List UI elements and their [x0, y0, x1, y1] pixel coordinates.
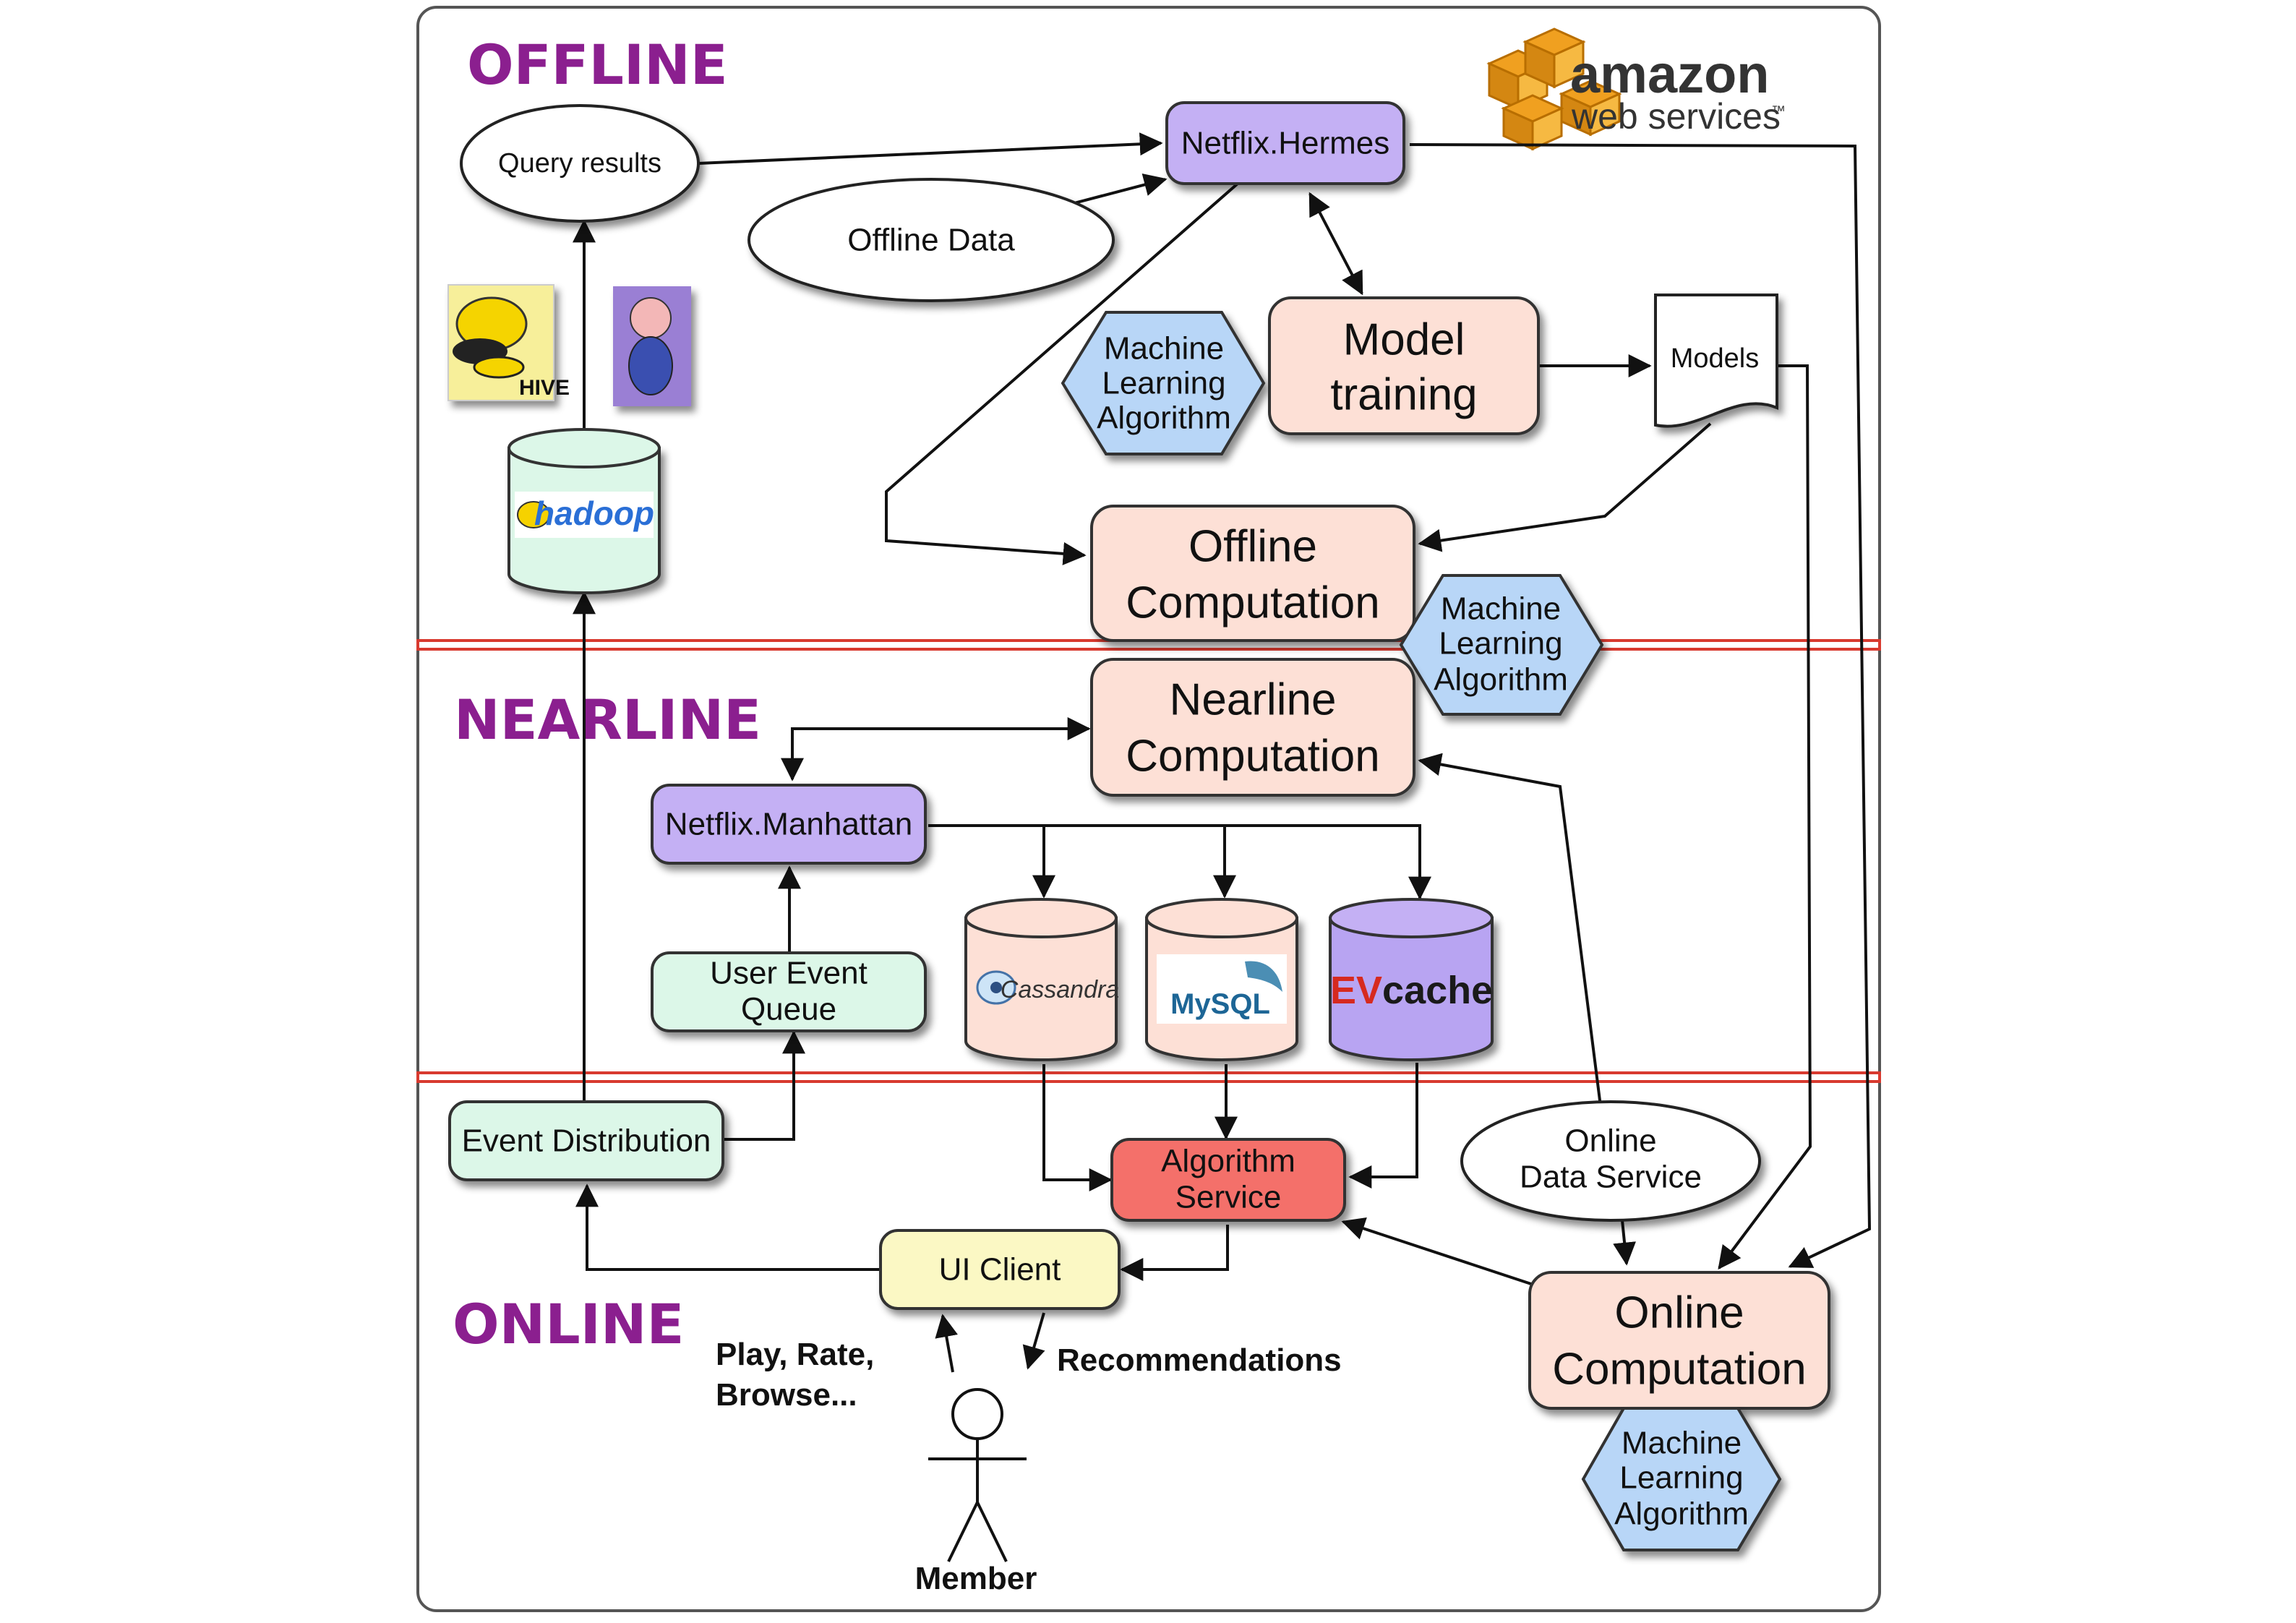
edge-onlinecomp-to-algo: [1341, 1217, 1532, 1285]
edge-query-to-hermes: [698, 132, 1163, 165]
mysql-dolphin-icon: [1245, 961, 1282, 992]
hive-label: HIVE: [519, 376, 570, 400]
svg-text:Machine: Machine: [1441, 591, 1561, 627]
svg-text:Offline Data: Offline Data: [847, 223, 1015, 258]
model-training-node[interactable]: Model training: [1268, 296, 1540, 435]
svg-text:UI Client: UI Client: [939, 1252, 1061, 1288]
edge-member-to-uiclient: [935, 1314, 958, 1373]
edge-eventdist-to-queue: [723, 1030, 805, 1141]
hadoop-elephant-icon: [517, 501, 550, 528]
event-distribution-node[interactable]: Event Distribution: [448, 1100, 724, 1181]
svg-text:Algorithm: Algorithm: [1097, 401, 1231, 436]
ml-algorithm-online-hex[interactable]: Machine Learning Algorithm: [1581, 1407, 1782, 1551]
svg-text:Computation: Computation: [1552, 1345, 1807, 1395]
svg-text:Models: Models: [1671, 343, 1760, 374]
offline-zone-title: OFFLINE: [467, 33, 728, 97]
edge-cassandra-to-algo: [1042, 1064, 1113, 1191]
nearline-online-divider: [416, 1071, 1881, 1083]
hive-icon: HIVE: [447, 284, 570, 401]
edge-nearline-manhattan: [781, 717, 1091, 781]
evcache-store[interactable]: EVcache: [1329, 898, 1494, 1061]
aws-cubes-icon: [1486, 27, 1622, 151]
online-data-service-node[interactable]: Online Data Service: [1460, 1100, 1761, 1222]
netflix-hermes-node[interactable]: Netflix.Hermes: [1165, 101, 1405, 185]
edge-algo-to-uiclient: [1120, 1225, 1229, 1281]
svg-text:Algorithm: Algorithm: [1614, 1496, 1749, 1532]
cassandra-label: Cassandra: [1001, 976, 1119, 1003]
ml-algorithm-offline-hex[interactable]: Machine Learning Algorithm: [1061, 311, 1266, 455]
aws-trademark: ™: [1771, 103, 1786, 119]
edge-hermes-modeltraining: [1308, 192, 1363, 296]
edge-models-to-onlinecomp: [1718, 364, 1812, 1270]
svg-text:Algorithm: Algorithm: [1434, 662, 1568, 698]
svg-text:Computation: Computation: [1126, 732, 1380, 781]
models-document[interactable]: Models: [1654, 294, 1778, 428]
offline-computation-node[interactable]: Offline Computation: [1090, 505, 1415, 642]
ml-algorithm-nearline-hex[interactable]: Machine Learning Algorithm: [1399, 574, 1604, 716]
svg-text:Service: Service: [1175, 1180, 1282, 1215]
svg-text:Algorithm: Algorithm: [1161, 1144, 1295, 1179]
edge-offlinedata-to-hermes: [1071, 173, 1168, 205]
algorithm-service-node[interactable]: Algorithm Service: [1110, 1138, 1346, 1222]
svg-text:Machine: Machine: [1622, 1426, 1742, 1461]
svg-text:Netflix.Manhattan: Netflix.Manhattan: [665, 807, 912, 842]
edge-onlinedata-to-nearline: [1418, 753, 1602, 1107]
hadoop-store[interactable]: hadoop: [507, 428, 661, 594]
svg-text:Netflix.Hermes: Netflix.Hermes: [1181, 126, 1390, 161]
svg-text:Data Service: Data Service: [1520, 1160, 1702, 1195]
edges: [573, 132, 1872, 1373]
ui-client-node[interactable]: UI Client: [879, 1229, 1121, 1310]
svg-text:Offline: Offline: [1188, 522, 1317, 572]
mysql-label: MySQL: [1170, 988, 1270, 1020]
svg-text:training: training: [1330, 370, 1477, 420]
svg-text:Computation: Computation: [1126, 578, 1380, 628]
svg-text:Event Distribution: Event Distribution: [462, 1123, 711, 1159]
member-person-icon: [928, 1388, 1027, 1562]
nearline-computation-node[interactable]: Nearline Computation: [1090, 658, 1415, 797]
mysql-store[interactable]: MySQL: [1145, 898, 1298, 1061]
evcache-label: EVcache: [1330, 969, 1493, 1012]
offline-data-node[interactable]: Offline Data: [748, 178, 1115, 302]
svg-text:Learning: Learning: [1102, 366, 1225, 401]
cassandra-store[interactable]: Cassandra: [964, 898, 1119, 1061]
user-event-queue-node[interactable]: User Event Queue: [651, 951, 927, 1032]
edge-models-to-offlinecomp: [1418, 422, 1712, 552]
aws-brand: amazon: [1570, 44, 1770, 104]
svg-text:Model: Model: [1343, 315, 1465, 365]
svg-text:Machine: Machine: [1104, 331, 1224, 367]
netflix-manhattan-node[interactable]: Netflix.Manhattan: [651, 784, 927, 865]
play-rate-browse-label: Play, Rate,: [716, 1337, 874, 1372]
svg-text:Learning: Learning: [1439, 626, 1562, 661]
svg-text:Online: Online: [1614, 1288, 1744, 1338]
svg-text:Online: Online: [1564, 1123, 1656, 1159]
online-computation-node[interactable]: Online Computation: [1528, 1271, 1830, 1410]
online-zone-title: ONLINE: [453, 1292, 684, 1356]
svg-text:Nearline: Nearline: [1170, 675, 1337, 725]
edge-evcache-to-algo: [1348, 1063, 1418, 1189]
hadoop-label: hadoop: [534, 494, 654, 532]
member-label: Member: [915, 1561, 1037, 1596]
play-rate-browse-label-2: Browse...: [716, 1377, 857, 1413]
nearline-zone-title: NEARLINE: [454, 688, 761, 752]
svg-text:Learning: Learning: [1619, 1460, 1743, 1496]
edge-hermes-to-onlinecomp: [1409, 143, 1872, 1268]
query-results-node[interactable]: Query results: [460, 104, 700, 223]
edge-onlinedata-to-onlinecomp: [1613, 1220, 1637, 1266]
svg-text:Query results: Query results: [498, 148, 661, 179]
edge-uiclient-to-eventdist: [575, 1183, 881, 1271]
svg-text:User Event: User Event: [710, 956, 868, 991]
aws-logo: amazon web services ™: [1486, 27, 1786, 151]
edge-uiclient-to-member: [1022, 1312, 1045, 1370]
recommendations-label: Recommendations: [1057, 1342, 1342, 1378]
edge-hermes-to-offlinecomp: [885, 182, 1239, 565]
svg-text:Queue: Queue: [741, 992, 836, 1027]
aws-subtitle: web services: [1571, 96, 1781, 137]
pig-icon: [613, 286, 691, 406]
